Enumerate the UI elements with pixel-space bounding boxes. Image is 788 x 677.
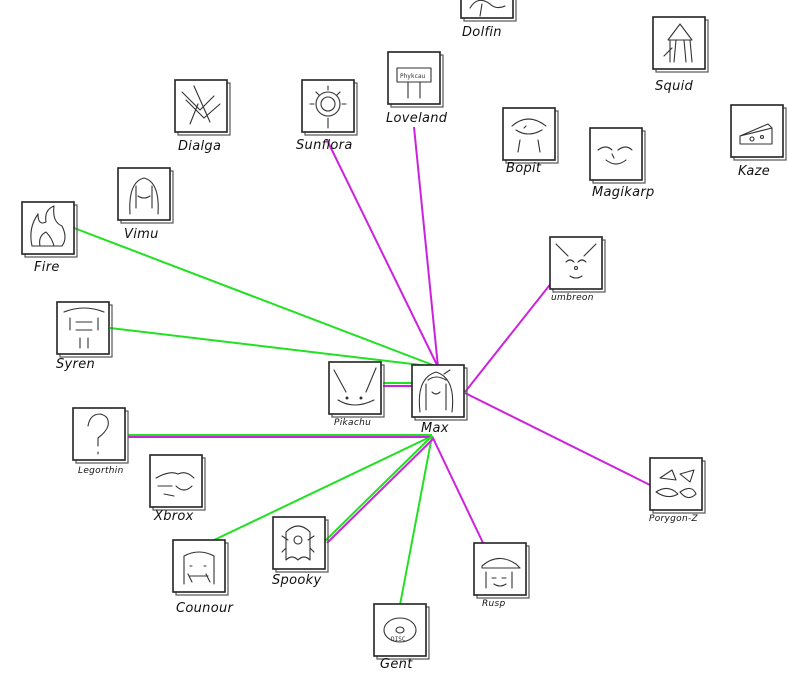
- pikachu-sketch-icon: [333, 367, 377, 406]
- node-label: Squid: [655, 79, 694, 94]
- edge-max-umbreon: [464, 271, 561, 393]
- node-spooky: Spooky: [272, 516, 329, 588]
- node-pikachu: Pikachu: [328, 361, 385, 428]
- node-label: Pikachu: [334, 418, 371, 428]
- edge-max-fire: [73, 227, 439, 368]
- sunflower-sketch-icon: [315, 91, 341, 117]
- node-squid: Squid: [652, 16, 709, 94]
- node-label: Loveland: [386, 111, 448, 126]
- node-label: Dialga: [178, 139, 221, 154]
- ghost-sketch-icon: [281, 525, 315, 561]
- node-label: Fire: [34, 260, 60, 275]
- edge-max-syren: [109, 327, 439, 368]
- cap-sketch-icon: [481, 557, 521, 589]
- dialga-sketch-icon: [181, 85, 221, 125]
- node-dialga: Dialga: [174, 79, 231, 154]
- face-sketch-icon: [183, 551, 215, 585]
- node-sunflora: Sunflora: [296, 79, 358, 153]
- umbreon-sketch-icon: [555, 243, 597, 279]
- node-label: Max: [421, 421, 449, 436]
- squid-sketch-icon: [663, 23, 693, 63]
- node-label: Counour: [176, 601, 235, 616]
- node-label: Spooky: [272, 573, 321, 588]
- edge-max-counour: [211, 435, 433, 542]
- disc-sketch-icon: [383, 617, 417, 643]
- flame-sketch-icon: [30, 205, 66, 247]
- edge-max-sunflora: [326, 139, 439, 368]
- cheese-sketch-icon: [739, 123, 773, 145]
- node-legorthin: Legorthin: [72, 407, 129, 476]
- edges-layer: [73, 126, 657, 606]
- hair-sketch-icon: [129, 177, 159, 215]
- node-label: umbreon: [551, 293, 594, 303]
- magikarp-sketch-icon: [597, 146, 633, 165]
- edge-max-spooky-green: [324, 435, 433, 542]
- node-vimu: Vimu: [117, 167, 174, 242]
- disc-text: DISC: [391, 636, 406, 643]
- node-label: Magikarp: [592, 185, 655, 200]
- sign-sketch-icon: [396, 67, 432, 83]
- edge-max-porygonz: [464, 392, 657, 489]
- node-label: Rusp: [482, 599, 506, 609]
- edge-max-loveland: [413, 126, 439, 368]
- node-label: Vimu: [124, 227, 159, 242]
- node-loveland: Phykcau Loveland: [386, 51, 448, 126]
- dolphin-sketch-icon: [469, 0, 506, 17]
- node-fire: Fire: [21, 201, 78, 275]
- node-label: Syren: [56, 357, 95, 372]
- node-syren: Syren: [56, 301, 113, 372]
- node-counour: Counour: [172, 539, 235, 616]
- node-max: Max: [411, 364, 468, 436]
- node-label: Legorthin: [78, 466, 124, 476]
- node-gent: DISC Gent: [373, 603, 430, 672]
- node-label: Sunflora: [296, 138, 353, 153]
- porygon-sketch-icon: [655, 469, 697, 499]
- node-label: Kaze: [738, 164, 770, 179]
- sign-text: Phykcau: [400, 73, 426, 80]
- node-label: Gent: [380, 657, 413, 672]
- node-label: Dolfin: [462, 25, 502, 40]
- node-kaze: Kaze: [730, 104, 787, 179]
- syren-sketch-icon: [63, 307, 105, 349]
- node-label: Xbrox: [153, 509, 194, 524]
- bopit-sketch-icon: [511, 118, 547, 153]
- node-xbrox: Xbrox: [149, 454, 206, 524]
- question-mark-icon: [87, 413, 109, 455]
- girl-sketch-icon: [418, 369, 454, 413]
- node-magikarp: Magikarp: [589, 127, 655, 200]
- edge-max-gent: [399, 435, 433, 606]
- node-label: Bopit: [506, 161, 542, 176]
- creature-sketch-icon: [155, 472, 195, 497]
- node-rusp: Rusp: [473, 542, 530, 609]
- node-bopit: Bopit: [502, 107, 559, 176]
- node-label: Porygon-Z: [649, 514, 699, 524]
- edge-max-spooky-magenta: [326, 437, 435, 544]
- edge-max-rusp: [431, 435, 485, 546]
- node-umbreon: umbreon: [549, 236, 606, 303]
- node-dolfin: Dolfin: [460, 0, 517, 40]
- node-porygonz: Porygon-Z: [649, 457, 706, 524]
